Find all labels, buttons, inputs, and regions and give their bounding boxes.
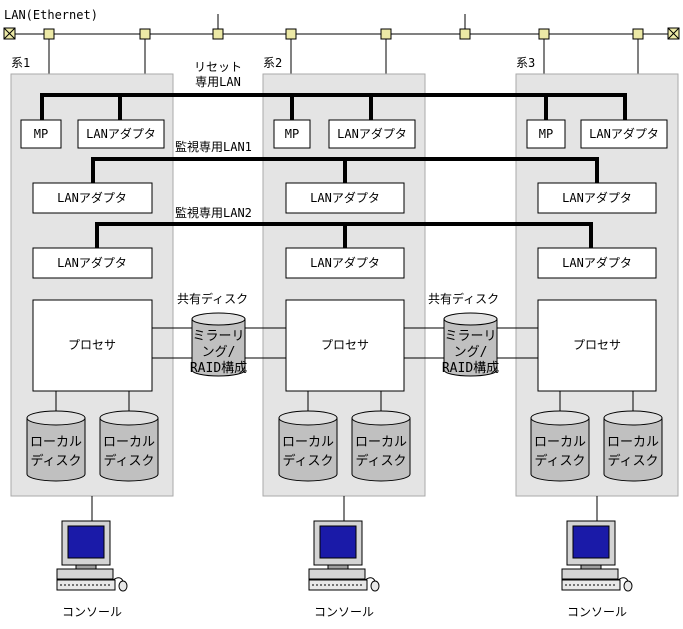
monitor-lan1-label: 監視専用LAN1 (175, 139, 252, 154)
lan-tap (538, 28, 550, 40)
console-2-label: コンソール (314, 605, 374, 619)
system-2-reset-lan-adapter (328, 119, 416, 149)
system-1-mon2-lan-adapter-label: LANアダプタ (57, 255, 127, 270)
system-1-local-disk-2 (99, 410, 159, 482)
system-3-mon1-lan-adapter-label: LANアダプタ (562, 190, 632, 205)
system-3-local-disk-1 (530, 410, 590, 482)
system-1-processor (32, 299, 153, 392)
shared-disk-1-title: 共有ディスク (177, 291, 248, 306)
system-1-local-disk-1 (26, 410, 86, 482)
system-1-local-disk-2-line1: ローカル (103, 435, 155, 450)
shared-disk-1 (191, 312, 246, 377)
lan-tap (139, 28, 151, 40)
system-3-local-disk-2-line1: ローカル (607, 435, 659, 450)
system-1-local-disk-1-line1: ローカル (30, 435, 82, 450)
lan-tap (459, 28, 471, 40)
shared-disk-2 (443, 312, 498, 377)
system-3-reset-lan-adapter (580, 119, 668, 149)
system-1-processor-label: プロセサ (68, 338, 116, 352)
lan-tap (43, 28, 55, 40)
system-1-reset-lan-adapter (77, 119, 165, 149)
lan-terminator-left (3, 27, 16, 40)
system-2-label: 系2 (263, 56, 282, 70)
shared-disk-2-title: 共有ディスク (428, 291, 499, 306)
system-2-mp-label: MP (285, 127, 299, 141)
lan-terminator-right (667, 27, 680, 40)
shared-disk-2-line1: ミラーリ (444, 329, 496, 344)
system-2-mp-box (273, 119, 311, 149)
system-2-reset-lan-adapter-label: LANアダプタ (337, 126, 407, 141)
system-1-local-disk-2-line2: ディスク (103, 453, 154, 469)
shared-disk-1-line1: ミラーリ (192, 329, 244, 344)
system-1-local-disk-1-line2: ディスク (30, 453, 81, 469)
system-2-mon2-lan-adapter (285, 247, 405, 279)
system-1-mp-box (20, 119, 62, 149)
system-1-label: 系1 (11, 56, 30, 70)
reset-lan-label-line1: リセット (194, 60, 242, 74)
system-3-mp-label: MP (539, 127, 553, 141)
system-2-local-disk-1 (278, 410, 338, 482)
console-3-label: コンソール (567, 605, 627, 619)
lan-tap (380, 28, 392, 40)
system-1-mon1-lan-adapter-label: LANアダプタ (57, 190, 127, 205)
system-2-local-disk-1-line1: ローカル (282, 435, 334, 450)
system-3-local-disk-2 (603, 410, 663, 482)
system-2-mon2-lan-adapter-label: LANアダプタ (310, 255, 380, 270)
lan-tap (212, 28, 224, 40)
lan-label: LAN(Ethernet) (4, 8, 98, 22)
shared-disk-2-line2: ング/ (454, 345, 488, 360)
system-3-mon2-lan-adapter (537, 247, 657, 279)
system-2-local-disk-2 (351, 410, 411, 482)
system-3-mp-box (526, 119, 566, 149)
system-3-processor (537, 299, 657, 392)
system-2-local-disk-1-line2: ディスク (282, 453, 333, 469)
system-2-processor-label: プロセサ (321, 338, 369, 352)
system-3-local-disk-1-line2: ディスク (534, 453, 585, 469)
system-3-processor-label: プロセサ (573, 338, 621, 352)
console-1-label: コンソール (62, 605, 122, 619)
shared-disk-1-line2: ング/ (202, 345, 236, 360)
console-2-computer-icon (308, 520, 380, 592)
system-3-mon1-lan-adapter (537, 182, 657, 214)
system-1-mp-label: MP (34, 127, 48, 141)
system-2-processor (285, 299, 405, 392)
system-3-label: 系3 (516, 56, 535, 70)
system-2-local-disk-2-line2: ディスク (355, 453, 406, 469)
system-1-mon2-lan-adapter (32, 247, 153, 279)
monitor-lan2-label: 監視専用LAN2 (175, 205, 252, 220)
lan-tap (285, 28, 297, 40)
system-2-mon1-lan-adapter-label: LANアダプタ (310, 190, 380, 205)
system-2-local-disk-2-line1: ローカル (355, 435, 407, 450)
reset-lan-label-line2: 専用LAN (195, 75, 241, 89)
system-3-local-disk-1-line1: ローカル (534, 435, 586, 450)
system-3-mon2-lan-adapter-label: LANアダプタ (562, 255, 632, 270)
shared-disk-2-line3: RAID構成 (442, 361, 499, 376)
shared-disk-1-line3: RAID構成 (190, 361, 247, 376)
console-1-computer-icon (56, 520, 128, 592)
system-2-mon1-lan-adapter (285, 182, 405, 214)
system-3-local-disk-2-line2: ディスク (607, 453, 658, 469)
system-1-mon1-lan-adapter (32, 182, 153, 214)
lan-tap (632, 28, 644, 40)
system-3-reset-lan-adapter-label: LANアダプタ (589, 126, 659, 141)
console-3-computer-icon (561, 520, 633, 592)
reset-lan-bus (40, 93, 627, 120)
system-1-reset-lan-adapter-label: LANアダプタ (86, 126, 156, 141)
